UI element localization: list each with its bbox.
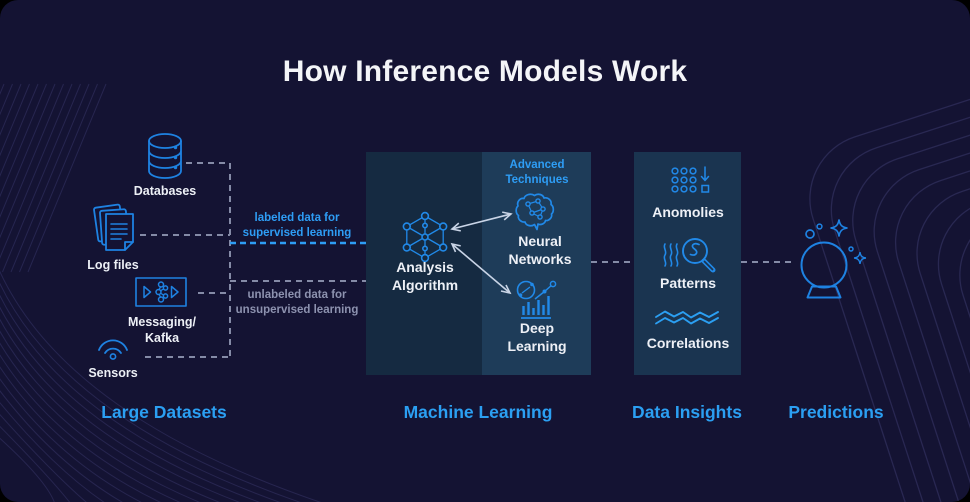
log-files-label: Log files: [87, 258, 139, 272]
page-title: How Inference Models Work: [282, 55, 688, 88]
anomalies-grid-icon: [668, 165, 712, 195]
deep-learning-label: Deep Learning: [507, 320, 567, 355]
databases-label: Databases: [133, 184, 197, 198]
neural-networks-label: Neural Networks: [508, 233, 572, 268]
patterns-label: Patterns: [659, 275, 717, 291]
section-label-data-insights: Data Insights: [632, 402, 742, 422]
correlation-waves-icon: [654, 307, 720, 329]
kafka-icon: [135, 277, 187, 307]
brain-icon: [513, 190, 557, 232]
deep-learning-chart-icon: [512, 277, 560, 321]
database-icon: [146, 132, 184, 180]
unlabeled-data-note: unlabeled data for unsupervised learning: [235, 289, 359, 317]
crystal-ball-icon: [770, 210, 880, 310]
anomalies-label: Anomolies: [652, 204, 724, 220]
correlations-label: Correlations: [646, 335, 730, 351]
network-graph-icon: [401, 211, 449, 263]
analysis-algorithm-label: Analysis Algorithm: [391, 259, 459, 294]
deco-topleft-lines: [0, 83, 107, 273]
advanced-techniques-header: Advanced Techniques: [505, 159, 569, 187]
log-files-icon: [92, 202, 140, 252]
section-label-large-datasets: Large Datasets: [101, 402, 227, 422]
sensors-label: Sensors: [88, 366, 138, 380]
sensors-icon: [94, 330, 132, 362]
labeled-data-note: labeled data for supervised learning: [242, 212, 352, 240]
messaging-kafka-label: Messaging/ Kafka: [127, 315, 197, 346]
section-label-machine-learning: Machine Learning: [403, 402, 553, 422]
section-label-predictions: Predictions: [788, 402, 884, 422]
magnifier-icon: [658, 234, 718, 276]
